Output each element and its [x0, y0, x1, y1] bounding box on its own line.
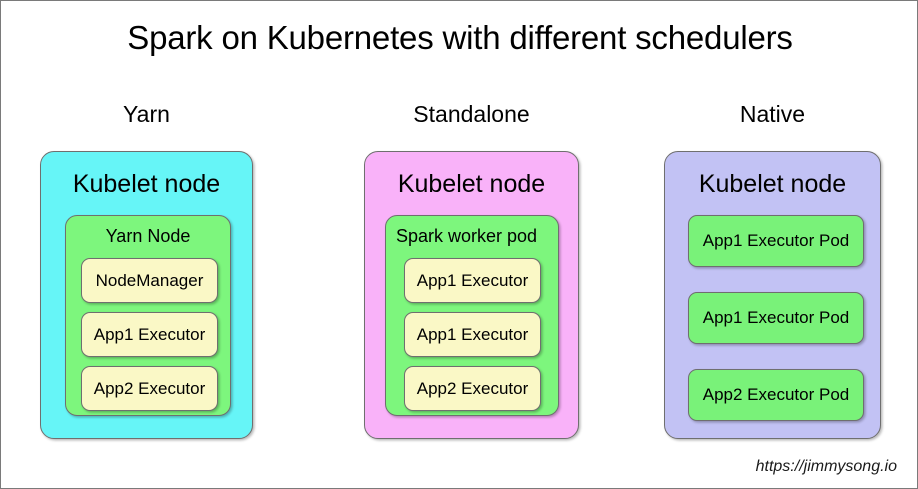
kubelet-node-title-native: Kubelet node — [698, 170, 847, 198]
kubelet-node-standalone: Kubelet node Spark worker pod App1 Execu… — [364, 151, 579, 439]
yarn-node-container: Yarn Node NodeManager App1 Executor App2… — [65, 215, 231, 416]
kubelet-node-title-standalone: Kubelet node — [397, 170, 546, 198]
native-leaf-app1-executor-pod-1: App1 Executor Pod — [688, 215, 864, 267]
column-label-native: Native — [739, 101, 806, 127]
native-leaf-app2-executor-pod: App2 Executor Pod — [688, 369, 864, 421]
spark-worker-pod-container: Spark worker pod App1 Executor App1 Exec… — [385, 215, 559, 416]
yarn-leaf-app2-executor: App2 Executor — [81, 366, 218, 411]
native-leaf-app1-executor-pod-2: App1 Executor Pod — [688, 292, 864, 344]
page-title: Spark on Kubernetes with different sched… — [127, 19, 793, 56]
source-attribution: https://jimmysong.io — [755, 458, 897, 475]
spark-worker-pod-title: Spark worker pod — [396, 226, 538, 246]
yarn-leaf-app1-executor: App1 Executor — [81, 312, 218, 357]
kubelet-node-title-yarn: Kubelet node — [72, 170, 221, 198]
column-label-yarn: Yarn — [123, 101, 170, 127]
yarn-node-title: Yarn Node — [105, 226, 191, 246]
kubelet-node-native: Kubelet node App1 Executor Pod App1 Exec… — [664, 151, 881, 439]
standalone-leaf-app1-executor-2: App1 Executor — [404, 312, 541, 357]
column-label-standalone: Standalone — [413, 101, 530, 127]
standalone-leaf-app2-executor: App2 Executor — [404, 366, 541, 411]
kubelet-node-yarn: Kubelet node Yarn Node NodeManager App1 … — [40, 151, 253, 439]
standalone-leaf-app1-executor-1: App1 Executor — [404, 258, 541, 303]
yarn-leaf-nodemanager: NodeManager — [81, 258, 218, 303]
